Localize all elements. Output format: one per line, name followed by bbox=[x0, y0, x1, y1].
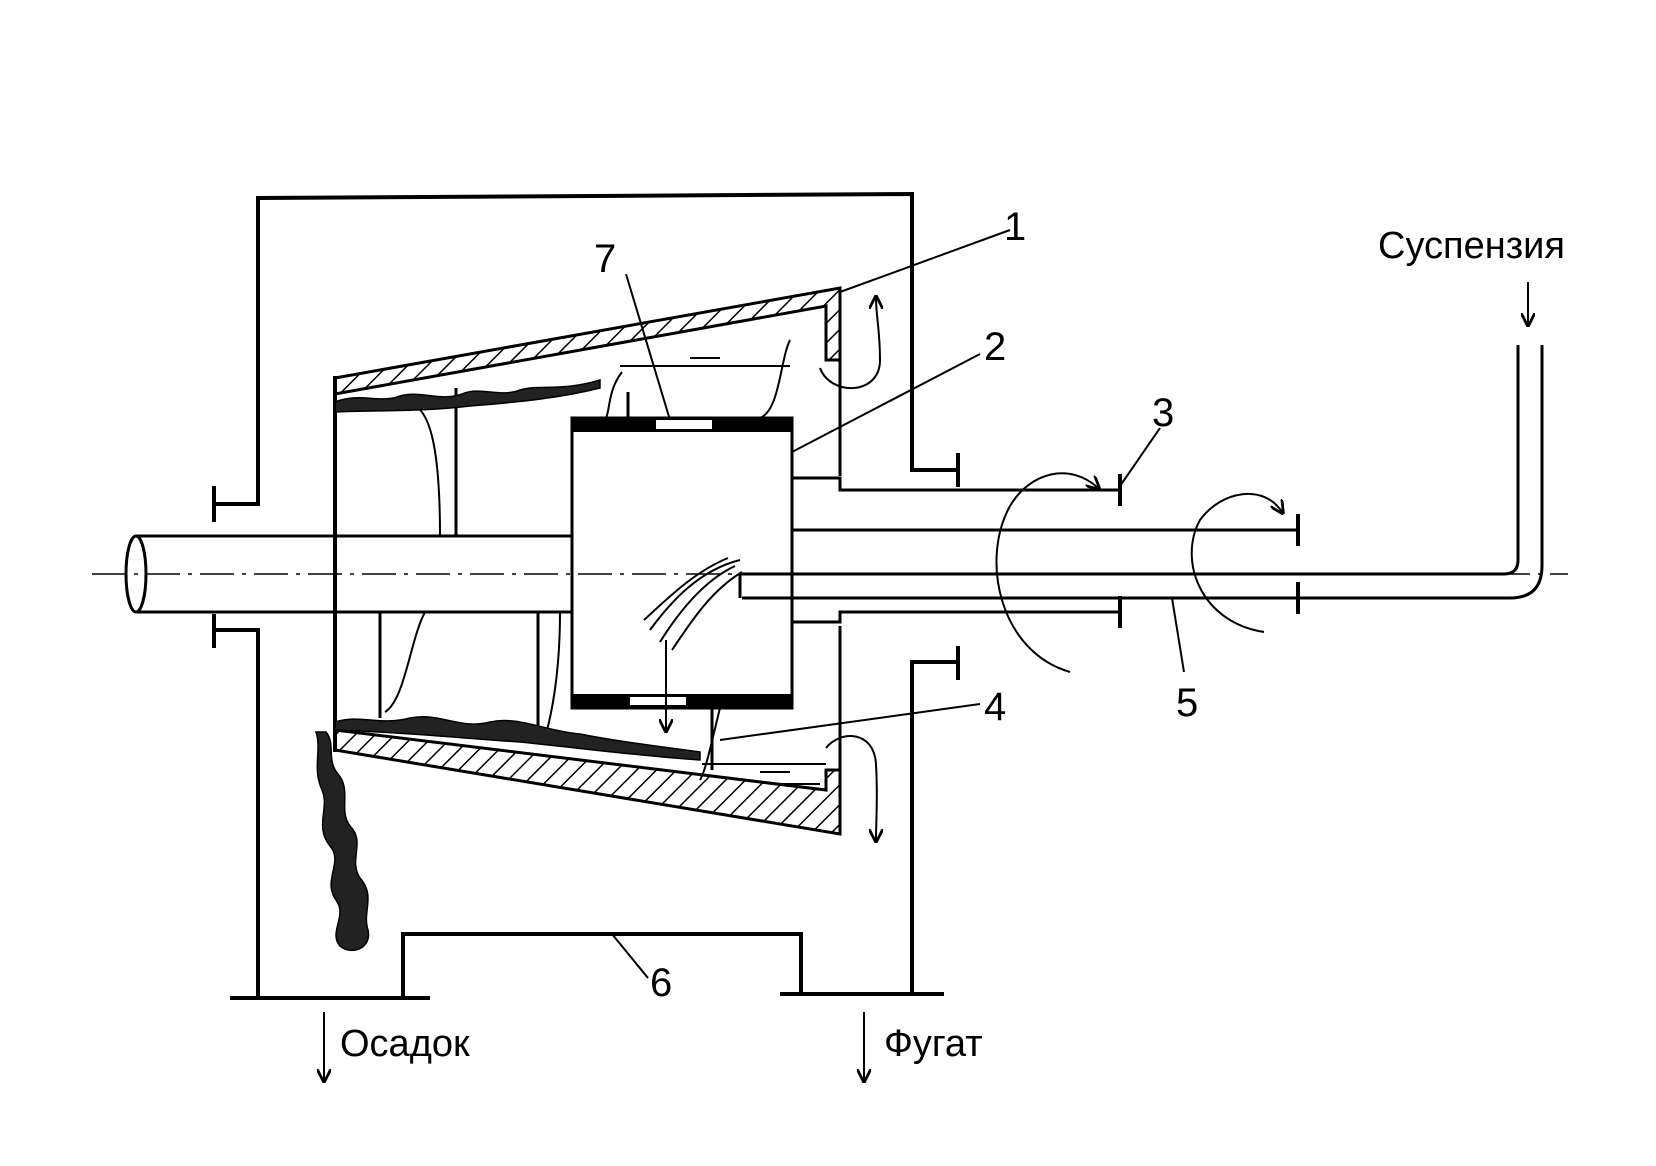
callout-6: 6 bbox=[650, 961, 672, 1005]
leader-lines bbox=[611, 229, 1185, 979]
callout-1: 1 bbox=[1004, 205, 1026, 249]
callout-3: 3 bbox=[1152, 391, 1174, 435]
suspension-label: Суспензия bbox=[1378, 225, 1565, 267]
fugate-label: Фугат bbox=[884, 1023, 983, 1065]
feed-pipe bbox=[738, 345, 1544, 600]
sediment-label: Осадок bbox=[340, 1023, 470, 1065]
callout-2: 2 bbox=[984, 325, 1006, 369]
sediment-deposits bbox=[314, 378, 701, 951]
liquid-lines bbox=[620, 357, 826, 785]
hollow-shaft bbox=[790, 474, 1300, 628]
callout-7: 7 bbox=[594, 237, 616, 281]
callout-4: 4 bbox=[984, 685, 1006, 729]
feed-stream bbox=[643, 557, 743, 651]
callout-5: 5 bbox=[1176, 681, 1198, 725]
left-shaft bbox=[124, 534, 572, 614]
outer-casing bbox=[212, 191, 960, 1000]
flow-arrows bbox=[324, 282, 1528, 1080]
screw-drum bbox=[570, 392, 794, 770]
